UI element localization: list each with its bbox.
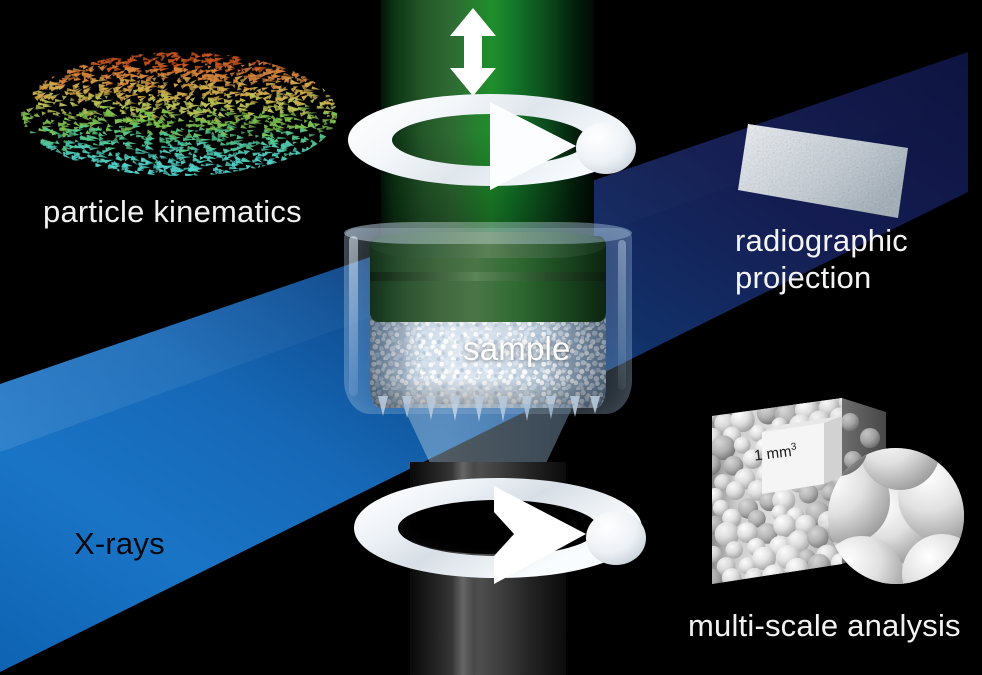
cell-highlight-right	[618, 240, 626, 390]
cell-highlight-left	[349, 236, 358, 396]
radiographic-projection-label: radiographic projection	[735, 222, 908, 296]
cube-scale-exponent: 3	[790, 441, 798, 454]
particle-kinematics-label: particle kinematics	[43, 194, 302, 229]
sample-label: sample	[463, 330, 571, 367]
xrays-label: X-rays	[74, 526, 165, 561]
rotation-arrow-bottom	[354, 478, 646, 584]
particle-kinematics-visual	[21, 52, 337, 176]
multi-scale-visual	[712, 398, 964, 584]
radiographic-projection-line1: radiographic	[735, 223, 909, 258]
rotation-arrow-top	[348, 94, 636, 190]
cell-funnel	[402, 404, 574, 476]
vertical-translation-arrow	[450, 8, 496, 96]
cell-top-rim	[344, 222, 632, 244]
multi-scale-analysis-label: multi-scale analysis	[688, 608, 961, 643]
radiographic-projection-line2: projection	[735, 260, 872, 295]
radiograph-panel	[738, 124, 908, 218]
piston-head-band	[370, 272, 606, 281]
